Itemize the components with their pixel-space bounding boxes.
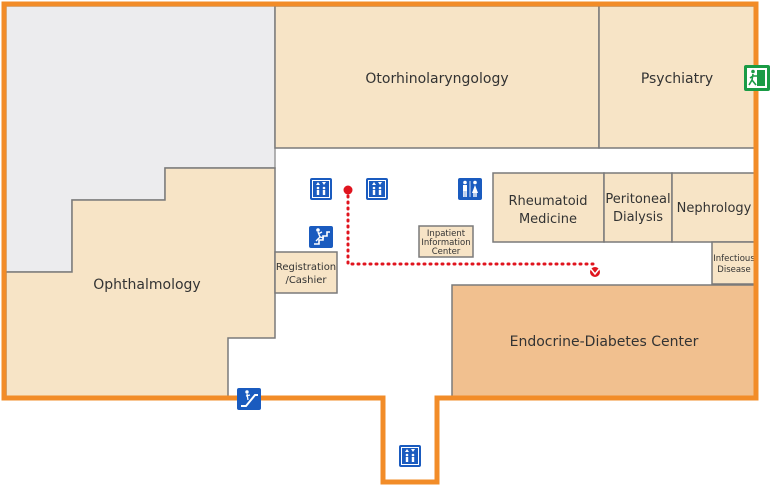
elevator-icon[interactable] xyxy=(399,445,421,467)
building-outline xyxy=(1,1,759,485)
room-label: Psychiatry xyxy=(641,71,713,87)
room-label: Otorhinolaryngology xyxy=(365,71,508,87)
room-otorhinolaryngology[interactable]: Otorhinolaryngology xyxy=(274,5,600,149)
room-label: Peritoneal xyxy=(605,192,670,207)
route-path xyxy=(346,188,595,266)
room-nephrology[interactable]: Nephrology xyxy=(671,172,757,243)
room-label: /Cashier xyxy=(285,275,327,286)
room-label: Ophthalmology xyxy=(93,277,200,293)
stairs-icon[interactable] xyxy=(309,226,333,248)
room-peritoneal-dialysis[interactable]: Peritoneal Dialysis xyxy=(603,172,673,243)
route-start-marker xyxy=(343,185,353,195)
room-inpatient-information-center[interactable]: Inpatient Information Center xyxy=(418,225,474,258)
emergency-exit-icon xyxy=(744,65,770,91)
room-label: Endocrine-Diabetes Center xyxy=(510,334,699,350)
destination-marker xyxy=(590,267,600,277)
restroom-icon[interactable] xyxy=(458,178,482,200)
room-label: Nephrology xyxy=(677,201,752,216)
room-registration-cashier[interactable]: Registration /Cashier xyxy=(274,251,338,294)
room-label: Dialysis xyxy=(613,210,663,225)
room-label: Center xyxy=(432,247,461,257)
room-endocrine-diabetes-center[interactable]: Endocrine-Diabetes Center xyxy=(451,284,757,398)
elevator-icon[interactable] xyxy=(366,178,388,200)
escalator-icon[interactable] xyxy=(237,388,261,410)
room-label: Medicine xyxy=(519,212,577,227)
room-label: Registration xyxy=(276,262,336,273)
room-label: Information xyxy=(421,238,470,248)
room-infectious-disease[interactable]: Infectious Disease xyxy=(711,241,757,285)
room-label: Rheumatoid xyxy=(508,194,587,209)
elevator-icon[interactable] xyxy=(310,178,332,200)
room-label: Infectious xyxy=(713,254,755,264)
room-psychiatry[interactable]: Psychiatry xyxy=(598,5,757,149)
room-label: Disease xyxy=(717,265,750,275)
room-label: Inpatient xyxy=(427,229,466,239)
room-rheumatoid-medicine[interactable]: Rheumatoid Medicine xyxy=(492,172,605,243)
